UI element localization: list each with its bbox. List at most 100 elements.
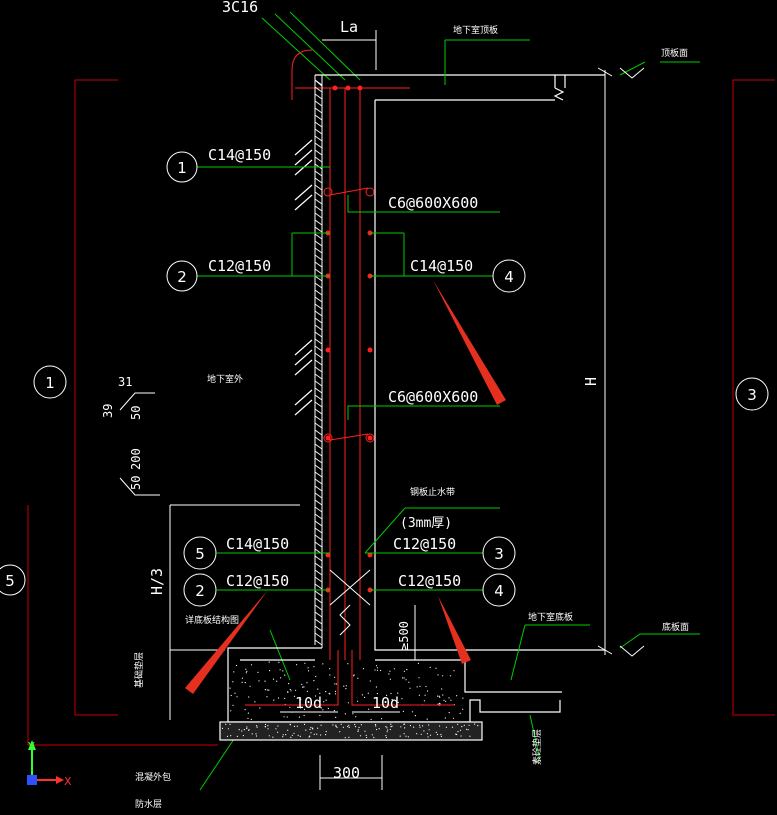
ucs-axes-icon — [27, 740, 64, 785]
concrete-dot — [221, 727, 224, 730]
concrete-dot — [311, 727, 314, 729]
dim-500-label: ≥500 — [397, 621, 411, 650]
concrete-dot — [235, 664, 238, 667]
tie-upper-label: C6@600X600 — [388, 194, 478, 212]
concrete-dot — [385, 726, 387, 728]
concrete-dot — [246, 670, 248, 673]
concrete-dot — [227, 728, 229, 730]
concrete-dot — [389, 678, 391, 680]
concrete-dot — [371, 734, 373, 736]
hatch-mark — [314, 296, 323, 303]
concrete-dot — [309, 728, 311, 731]
hatch-mark — [314, 107, 323, 114]
arrow-lower-left — [185, 590, 268, 694]
concrete-dot — [317, 727, 319, 729]
concrete-dot — [315, 675, 317, 678]
wall-outline — [315, 74, 605, 651]
concrete-dot — [266, 689, 268, 691]
slope-31: 31 — [118, 375, 132, 389]
hatch-mark — [314, 597, 323, 604]
hatch-mark — [314, 149, 323, 156]
concrete-dot — [319, 714, 321, 717]
concrete-dot — [241, 681, 243, 684]
concrete-dot — [343, 685, 345, 687]
hatch-mark — [314, 303, 323, 310]
concrete-dot — [276, 680, 278, 682]
concrete-dot — [457, 731, 459, 733]
concrete-dot — [254, 701, 256, 703]
concrete-dot — [306, 690, 308, 692]
hatch-mark — [314, 170, 323, 177]
hatch-mark — [314, 373, 323, 380]
concrete-dot — [426, 733, 428, 735]
concrete-dot — [269, 670, 271, 672]
concrete-dot — [391, 725, 393, 727]
zone1-bracket — [74, 79, 118, 716]
hatch-mark — [314, 422, 323, 429]
hatch-mark — [314, 534, 323, 541]
concrete-dot — [444, 717, 446, 719]
concrete-dot — [347, 663, 349, 665]
concrete-dot — [438, 695, 440, 697]
hatch-mark — [314, 492, 323, 499]
concrete-dot — [282, 670, 284, 672]
concrete-dot — [360, 724, 362, 726]
hatch-mark — [314, 450, 323, 457]
zone5-bracket — [27, 505, 218, 746]
leader-lines — [197, 39, 700, 791]
concrete-dot — [325, 730, 327, 733]
concrete-dot — [354, 726, 357, 728]
hatch-mark — [314, 226, 323, 233]
cushion-label: 素砼垫层 — [531, 729, 543, 765]
concrete-dot — [245, 668, 247, 670]
concrete-dot — [320, 734, 322, 736]
concrete-dot — [386, 694, 388, 697]
hatch-mark — [314, 562, 323, 569]
dim-10d-right: 10d — [372, 694, 399, 712]
concrete-dot — [429, 666, 431, 669]
concrete-dot — [302, 686, 304, 688]
zone-brackets — [27, 79, 775, 746]
concrete-dot — [272, 736, 274, 738]
hatch-mark — [314, 359, 323, 366]
hatch-mark — [314, 583, 323, 590]
concrete-dot — [246, 727, 248, 730]
concrete-dot — [439, 696, 441, 698]
hatch-mark — [314, 93, 323, 100]
concrete-dot — [232, 704, 234, 706]
concrete-dot — [348, 724, 350, 726]
concrete-dot — [416, 686, 418, 688]
concrete-dot — [409, 724, 412, 727]
hatch-mark — [314, 86, 323, 93]
hatch-mark — [314, 513, 323, 520]
concrete-dot — [467, 729, 469, 731]
concrete-dot — [250, 664, 253, 666]
concrete-dot — [425, 685, 427, 688]
concrete-dot — [414, 715, 416, 717]
basement-floor-label: 地下室底板 — [528, 611, 573, 623]
concrete-dot — [445, 726, 447, 728]
concrete-dot — [290, 690, 292, 692]
concrete-dot — [376, 693, 378, 695]
annotation-arrows — [185, 280, 506, 694]
concrete-dot — [461, 726, 463, 728]
concrete-dot — [466, 728, 468, 731]
hatch-mark — [314, 415, 323, 422]
hatch-mark — [314, 625, 323, 632]
concrete-dot — [380, 669, 382, 672]
concrete-dot — [345, 688, 347, 690]
concrete-dot — [376, 669, 378, 671]
concrete-dot — [310, 732, 312, 734]
concrete-dot — [429, 734, 432, 736]
hatch-mark — [314, 555, 323, 562]
concrete-dot — [313, 680, 315, 682]
hatch-mark — [314, 485, 323, 492]
concrete-dot — [416, 733, 418, 735]
concrete-dot — [309, 735, 311, 737]
concrete-dot — [400, 726, 402, 728]
concrete-dot — [264, 726, 266, 728]
concrete-dot — [287, 691, 289, 693]
concrete-dot — [357, 729, 359, 731]
concrete-dot — [226, 735, 229, 738]
concrete-dot — [353, 674, 355, 676]
